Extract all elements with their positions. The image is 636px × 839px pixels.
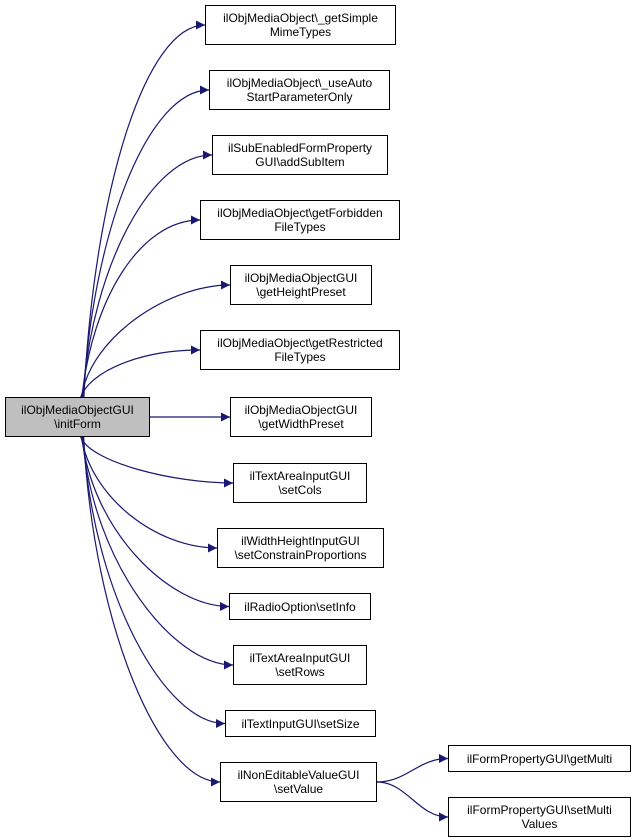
node-label-line: ilNonEditableValueGUI bbox=[237, 768, 360, 782]
node-label-line: ilWidthHeightInputGUI bbox=[241, 534, 360, 548]
node-label-line: FileTypes bbox=[274, 220, 326, 234]
node-label-line: ilRadioOption\setInfo bbox=[244, 599, 356, 614]
edge-root-n13 bbox=[83, 436, 221, 787]
node-label-line: \initForm bbox=[54, 417, 101, 431]
edge-root-n11 bbox=[81, 436, 234, 670]
node-label-line: \getHeightPreset bbox=[256, 285, 346, 299]
node-n10[interactable]: ilRadioOption\setInfo bbox=[229, 593, 371, 620]
node-label-line: ilTextAreaInputGUI bbox=[249, 469, 351, 483]
edge-n13-n15 bbox=[376, 781, 449, 822]
node-label-line: \setConstrainProportions bbox=[234, 548, 367, 562]
node-label-line: \setValue bbox=[273, 782, 324, 796]
node-n14[interactable]: ilFormPropertyGUI\getMulti bbox=[448, 745, 631, 772]
edge-n13-n14 bbox=[376, 754, 449, 783]
node-label-line: \getWidthPreset bbox=[258, 417, 344, 431]
node-label-line: ilFormPropertyGUI\getMulti bbox=[466, 751, 613, 766]
node-n13[interactable]: ilNonEditableValueGUI\setValue bbox=[220, 762, 377, 802]
node-n11[interactable]: ilTextAreaInputGUI\setRows bbox=[233, 645, 367, 685]
node-label-line: MimeTypes bbox=[269, 25, 332, 39]
node-n9[interactable]: ilWidthHeightInputGUI\setConstrainPropor… bbox=[217, 528, 384, 568]
edge-root-n1 bbox=[83, 20, 206, 398]
node-n12[interactable]: ilTextInputGUI\setSize bbox=[225, 710, 376, 737]
node-label-line: ilObjMediaObjectGUI bbox=[21, 403, 134, 417]
node-label-line: ilObjMediaObjectGUI bbox=[244, 403, 358, 417]
edge-root-n8 bbox=[80, 436, 234, 488]
edge-root-n10 bbox=[81, 436, 230, 611]
node-label-line: ilFormPropertyGUI\setMulti bbox=[467, 803, 612, 817]
node-label-line: ilSubEnabledFormProperty bbox=[227, 141, 373, 155]
edge-root-n12 bbox=[82, 436, 226, 728]
node-label-line: ilTextAreaInputGUI bbox=[249, 651, 351, 665]
edge-root-n4 bbox=[81, 215, 201, 398]
node-label-line: ilObjMediaObject\_useAuto bbox=[226, 76, 373, 90]
node-label-line: ilObjMediaObjectGUI bbox=[244, 271, 358, 285]
node-label-line: FileTypes bbox=[274, 350, 326, 364]
edge-root-n6 bbox=[80, 345, 201, 398]
node-label-line: \setCols bbox=[278, 483, 322, 497]
node-label-line: ilObjMediaObject\getRestricted bbox=[217, 336, 383, 350]
node-label-line: ilObjMediaObject\getForbidden bbox=[217, 206, 383, 220]
node-label-line: ilTextInputGUI\setSize bbox=[241, 716, 360, 731]
edge-root-n5 bbox=[80, 280, 231, 398]
node-label-line: ilObjMediaObject\_getSimple bbox=[223, 11, 378, 25]
node-n7[interactable]: ilObjMediaObjectGUI\getWidthPreset bbox=[230, 397, 372, 437]
node-n8[interactable]: ilTextAreaInputGUI\setCols bbox=[233, 463, 367, 503]
node-label-line: Values bbox=[521, 817, 558, 831]
edge-root-n9 bbox=[80, 436, 218, 553]
node-root[interactable]: ilObjMediaObjectGUI\initForm bbox=[5, 397, 150, 437]
node-label-line: StartParameterOnly bbox=[246, 90, 353, 104]
node-label-line: GUI\addSubItem bbox=[255, 155, 345, 169]
node-n5[interactable]: ilObjMediaObjectGUI\getHeightPreset bbox=[230, 265, 372, 305]
node-label-line: \setRows bbox=[275, 665, 325, 679]
edge-root-n2 bbox=[82, 85, 210, 398]
edge-root-n3 bbox=[82, 150, 213, 398]
